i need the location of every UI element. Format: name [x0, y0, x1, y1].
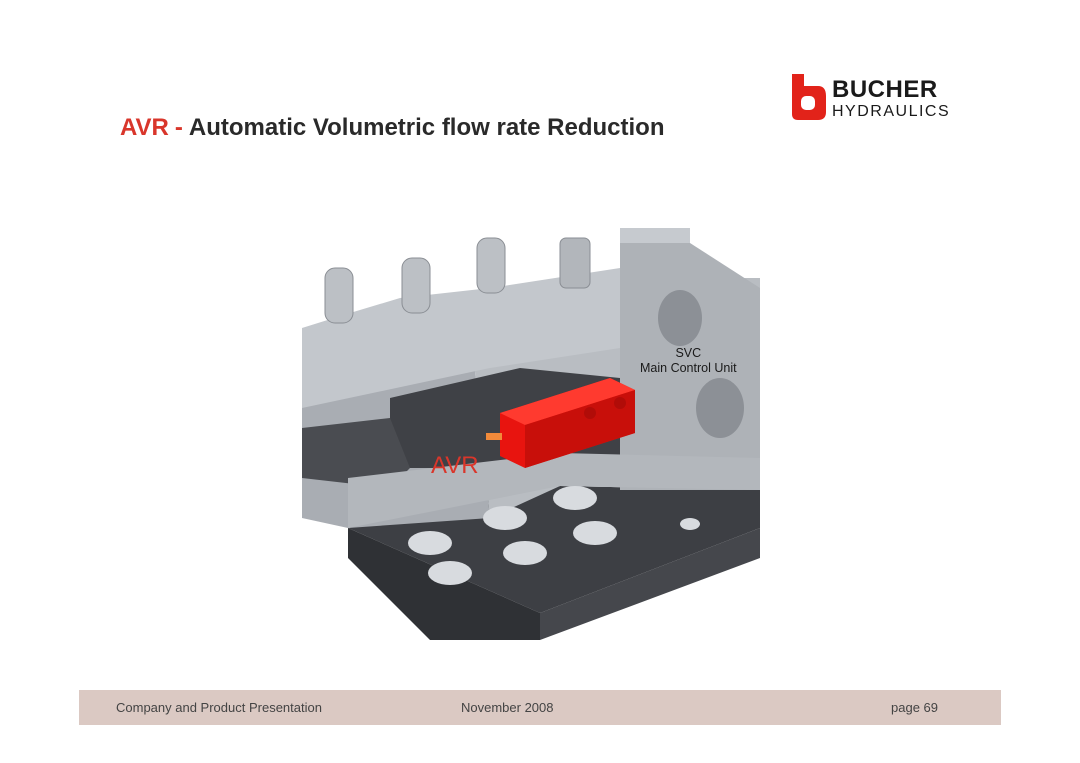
footer-bar: Company and Product Presentation Novembe… [79, 690, 1001, 725]
avr-label: AVR [431, 452, 479, 479]
footer-page-number: page 69 [891, 700, 938, 715]
title-dash: - [174, 114, 183, 141]
logo-brand: BUCHER [832, 76, 938, 103]
svc-label-line1: SVC [675, 346, 702, 360]
title-text: Automatic Volumetric flow rate Reduction [188, 114, 665, 141]
slide-title: AVR-Automatic Volumetric flow rate Reduc… [120, 114, 665, 142]
title-abbreviation: AVR [120, 114, 169, 141]
svc-label: SVC Main Control Unit [640, 346, 737, 376]
bucher-hydraulics-logo: BUCHER HYDRAULICS [788, 74, 968, 124]
valve-block-illustration [302, 228, 760, 640]
footer-presentation: Company and Product Presentation [116, 700, 322, 715]
logo-subtitle: HYDRAULICS [832, 103, 951, 120]
svc-label-line2: Main Control Unit [640, 361, 737, 375]
bucher-logo-icon [792, 74, 826, 120]
footer-date: November 2008 [461, 700, 554, 715]
